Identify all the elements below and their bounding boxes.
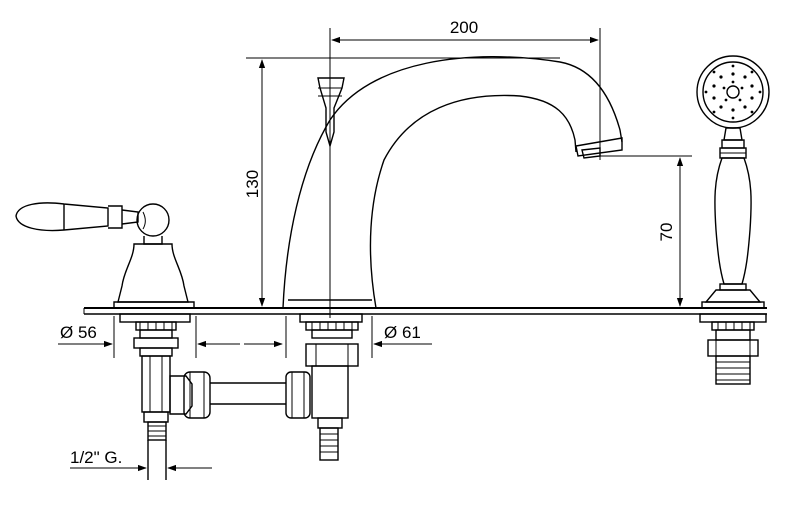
dim-outlet-height: 70	[600, 155, 692, 307]
dim-spout-reach: 200	[331, 18, 601, 160]
lever-handle	[15, 202, 195, 309]
dim-spout-height: 130	[243, 57, 560, 307]
spout-underdeck-fittings	[299, 313, 363, 461]
dim-label-reach: 200	[450, 18, 478, 37]
dim-label-spout-diameter: Ø 61	[384, 323, 421, 342]
shower-nozzle-dots	[704, 64, 762, 120]
hand-shower	[696, 55, 770, 309]
dim-label-outlet-height: 70	[657, 223, 676, 242]
bath-spout	[282, 56, 623, 309]
connection-pipe	[169, 371, 311, 419]
mounting-deck	[83, 307, 767, 315]
dim-spout-diameter: Ø 61	[285, 316, 432, 358]
dim-handle-diameter: Ø 56	[58, 316, 283, 358]
dim-label-height: 130	[243, 170, 262, 198]
dim-connection-thread: 1/2" G.	[70, 448, 212, 472]
shower-underdeck-fittings	[699, 313, 767, 385]
dim-label-thread: 1/2" G.	[70, 448, 122, 467]
dim-label-handle-diameter: Ø 56	[60, 323, 97, 342]
lever-underdeck-fittings	[119, 313, 191, 480]
